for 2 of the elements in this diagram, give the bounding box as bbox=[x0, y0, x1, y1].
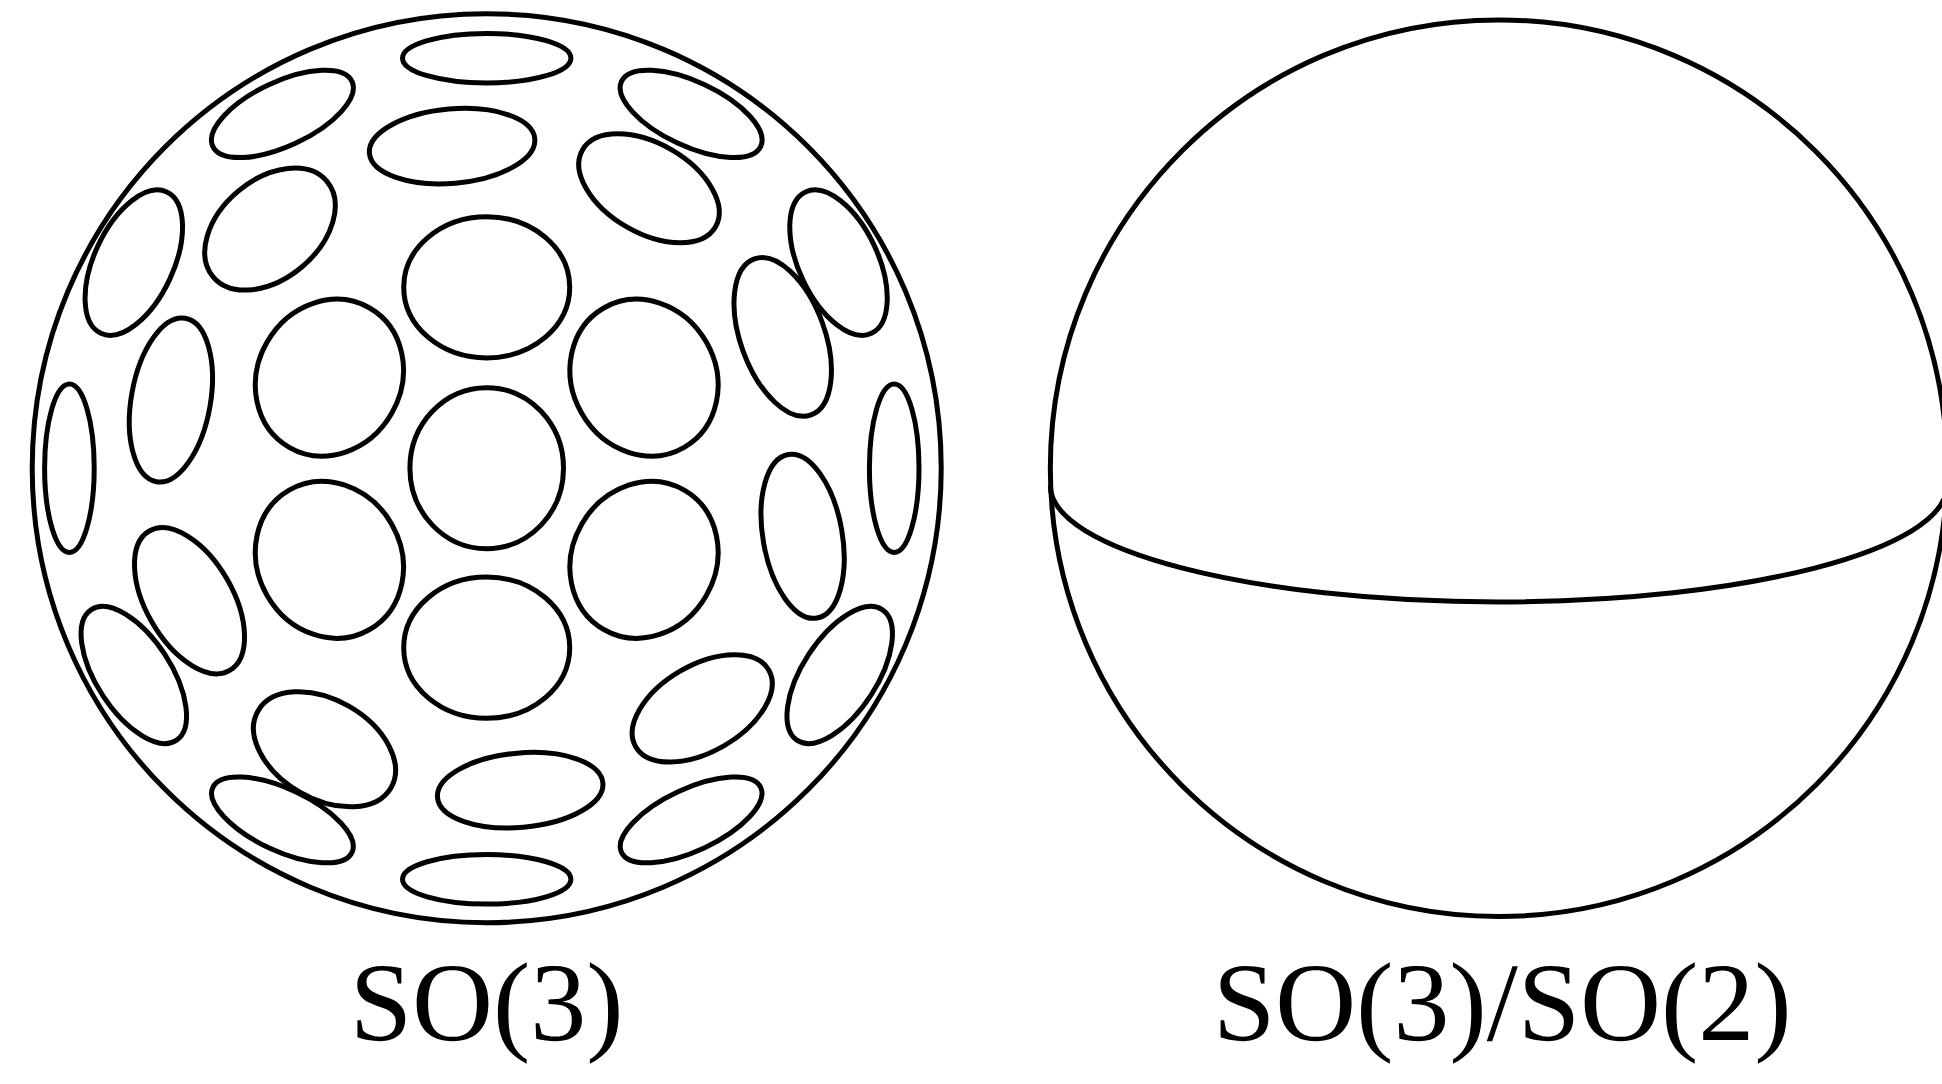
group-label: SO(3) bbox=[357, 962, 619, 1064]
group-label: SO(3)/SO(2) bbox=[1220, 962, 1787, 1064]
